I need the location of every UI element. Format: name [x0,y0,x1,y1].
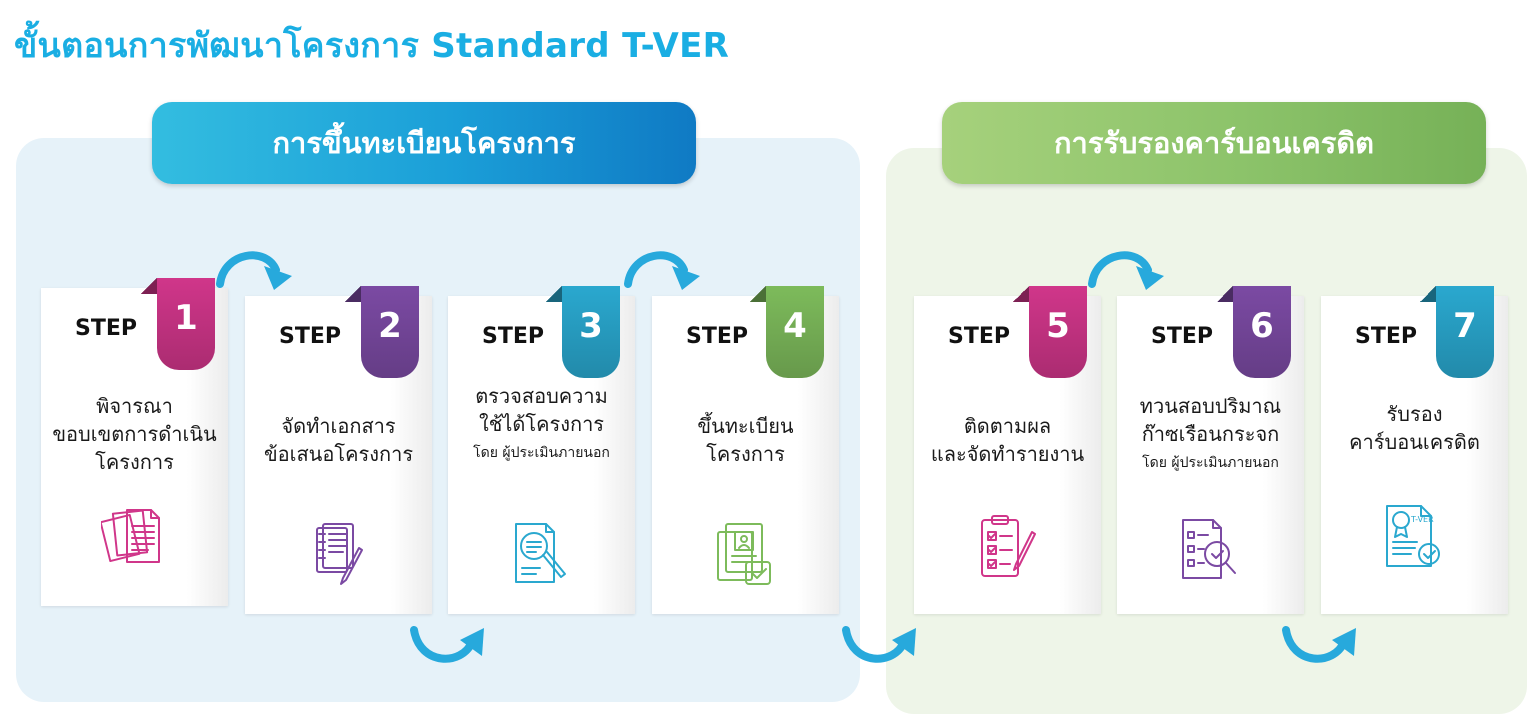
clipboard-checklist-icon [974,510,1038,582]
step-label: STEP [686,324,749,349]
certification-banner-label: การรับรองคาร์บอนเครดิต [1053,126,1375,160]
step-description-line: โครงการ [706,442,785,466]
step-description-line: โครงการ [95,450,174,474]
step-description: ขึ้นทะเบียนโครงการ [652,412,839,468]
registration-certificate-icon [712,518,776,590]
step-description-line: คาร์บอนเครดิต [1349,430,1480,454]
registration-banner-label: การขึ้นทะเบียนโครงการ [272,126,576,160]
page-title: ขั้นตอนการพัฒนาโครงการ Standard T-VER [14,26,730,66]
step-label: STEP [948,324,1011,349]
checklist-magnifier-icon [1177,514,1241,586]
step-number: 4 [783,306,807,346]
step-description: ตรวจสอบความใช้ได้โครงการโดย ผู้ประเมินภา… [448,382,635,464]
step-description-line: ก๊าซเรือนกระจก [1141,422,1280,446]
step-number: 6 [1250,306,1274,346]
step-description-line: ขึ้นทะเบียน [697,414,794,438]
step-description: รับรองคาร์บอนเครดิต [1321,400,1508,456]
curved-arrow-over-icon [212,244,296,296]
step-label: STEP [279,324,342,349]
step-description: จัดทำเอกสารข้อเสนอโครงการ [245,412,432,468]
registration-banner: การขึ้นทะเบียนโครงการ [152,102,696,184]
step-description-line: ติดตามผล [963,414,1052,438]
svg-text:T-VER: T-VER [1410,515,1434,524]
step-description-line: ขอบเขตการดำเนิน [52,422,217,446]
notebook-pen-icon [305,518,369,590]
curved-arrow-over-icon [1084,244,1168,296]
certification-banner: การรับรองคาร์บอนเครดิต [942,102,1486,184]
magnifier-document-icon [508,518,572,590]
step-description-line: รับรอง [1386,402,1443,426]
step-description-line: พิจารณา [96,394,173,418]
step-number-badge-3: 3 [546,286,620,378]
step-label: STEP [1355,324,1418,349]
step-number: 7 [1453,306,1477,346]
step-number-badge-4: 4 [750,286,824,378]
step-label: STEP [482,324,545,349]
curved-arrow-over-icon [620,244,704,296]
step-number-badge-7: 7 [1420,286,1494,378]
step-card-1: STEP พิจารณาขอบเขตการดำเนินโครงการ [41,288,228,606]
curved-arrow-under-icon [406,620,490,672]
step-description-line: ทวนสอบปริมาณ [1139,394,1282,418]
step-note: โดย ผู้ประเมินภายนอก [1142,455,1279,471]
step-number-badge-1: 1 [141,278,215,370]
step-number: 2 [378,306,402,346]
step-number: 3 [579,306,603,346]
step-number-badge-5: 5 [1013,286,1087,378]
curved-arrow-under-icon [1278,620,1362,672]
documents-icon [99,502,165,574]
step-description-line: และจัดทำรายงาน [930,442,1085,466]
curved-arrow-under-icon [838,620,922,672]
step-description: ติดตามผลและจัดทำรายงาน [914,412,1101,468]
step-description-line: ใช้ได้โครงการ [478,412,605,436]
tver-certificate-icon: T-VER [1381,500,1445,572]
step-number: 1 [174,298,198,338]
step-number-badge-2: 2 [345,286,419,378]
step-description-line: ข้อเสนอโครงการ [263,442,414,466]
step-number: 5 [1046,306,1070,346]
step-note: โดย ผู้ประเมินภายนอก [473,445,610,461]
step-description-line: จัดทำเอกสาร [281,414,396,438]
step-label: STEP [75,316,138,341]
step-description: พิจารณาขอบเขตการดำเนินโครงการ [41,392,228,476]
step-description-line: ตรวจสอบความ [475,384,608,408]
step-description: ทวนสอบปริมาณก๊าซเรือนกระจกโดย ผู้ประเมิน… [1117,392,1304,474]
step-label: STEP [1151,324,1214,349]
step-number-badge-6: 6 [1217,286,1291,378]
